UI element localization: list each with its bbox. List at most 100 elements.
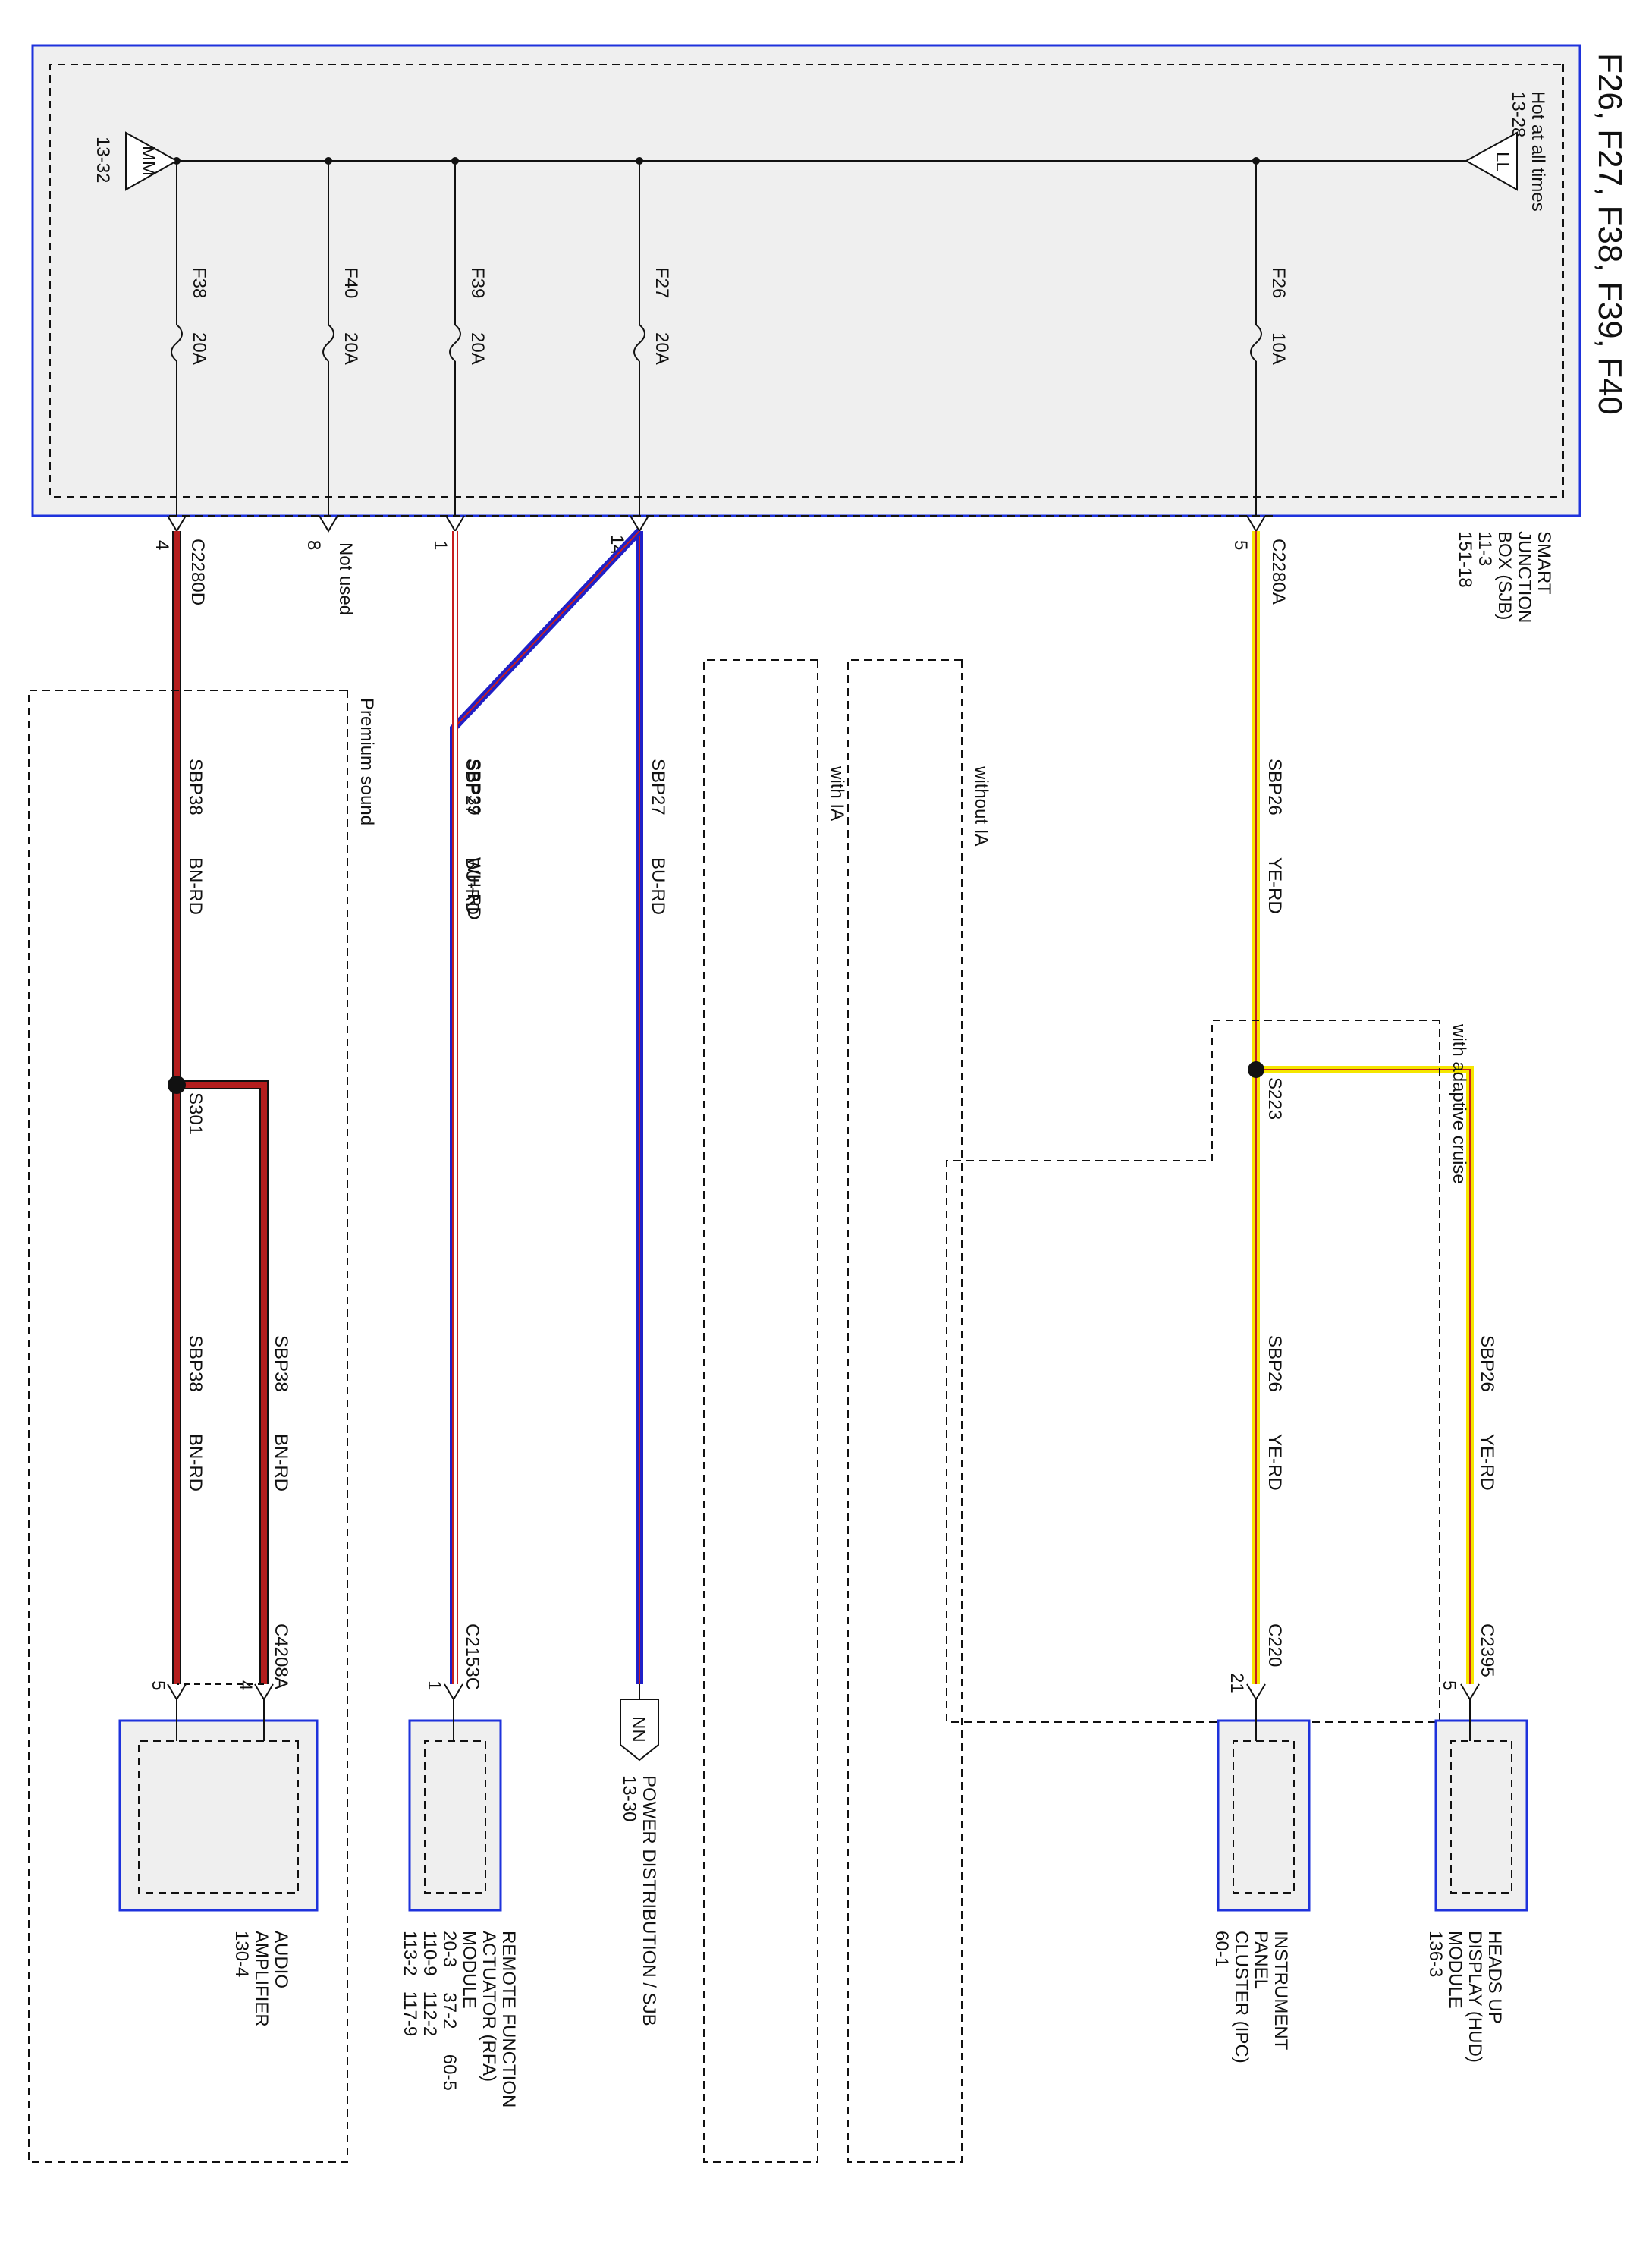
f40-name: F40: [341, 267, 361, 298]
rfa-module-box: [408, 1719, 502, 1912]
splice-s223-dot: [1248, 1061, 1264, 1078]
sbp39-color: WH-RD: [463, 857, 484, 920]
rfa-module-inner: [424, 1740, 486, 1894]
ipc-module-inner: [1233, 1740, 1295, 1894]
premium-sound-label: Premium sound: [356, 698, 377, 825]
sbp38-color-2: BN-RD: [185, 1434, 206, 1491]
hud-connector: C2395 5: [1439, 1623, 1497, 1701]
sjb-name-1: SMART: [1534, 531, 1554, 595]
rfa-ref-1: 20-3 37-2 60-5: [439, 1931, 460, 2091]
ipc-connector-name: C220: [1264, 1623, 1285, 1667]
adaptive-cruise-box: [946, 1020, 1440, 1723]
hud-ref: 136-3: [1425, 1931, 1446, 1977]
premium-sound-box: [28, 690, 348, 2163]
f26-rating: 10A: [1268, 332, 1289, 365]
hud-module-box: [1434, 1719, 1528, 1912]
f38-rating: 20A: [189, 332, 209, 365]
rfa-name-2: ACTUATOR (RFA): [479, 1931, 499, 2082]
f27-name: F27: [652, 267, 672, 298]
rfa-connector: C2153C 1: [424, 1623, 482, 1701]
ipc-name-2: PANEL: [1251, 1931, 1271, 1989]
f40-fuse-icon: [322, 324, 334, 362]
power-distribution-flag-label: NN: [628, 1716, 649, 1743]
hot-flag-icon: [1464, 131, 1518, 191]
sjb-pin-c2280a-number: 5: [1230, 540, 1251, 550]
ipc-ref: 60-1: [1211, 1931, 1232, 1967]
amp-module-inner: [138, 1740, 299, 1894]
hot-flag-label: LL: [1492, 152, 1512, 172]
ipc-pin: 21: [1226, 1673, 1247, 1693]
ipc-connector: C220 21: [1226, 1623, 1285, 1701]
sjb-pin-c2280a: C2280A 5: [1230, 515, 1289, 605]
with-ia-box: [703, 659, 818, 2163]
not-used-label: Not used: [335, 542, 356, 615]
ground-flag-icon: [125, 131, 179, 191]
adaptive-cruise-label: with adaptive cruise: [1449, 1023, 1469, 1184]
rfa-name-3: MODULE: [459, 1931, 479, 2009]
f27-fuse-icon: [633, 324, 645, 362]
hot-label: Hot at all times: [1528, 91, 1548, 212]
sjb-name-3: BOX (SJB): [1494, 531, 1515, 620]
f38-name: F38: [189, 267, 209, 298]
rfa-ref-3: 113-2 117-9: [400, 1931, 420, 2036]
f27-rating: 20A: [652, 332, 672, 365]
hot-ref: 13-28: [1508, 91, 1528, 137]
rfa-ref-2: 110-9 112-2: [419, 1931, 440, 2036]
f39-name: F39: [467, 267, 488, 298]
amp-name-2: AMPLIFIER: [251, 1931, 272, 2027]
sbp27-color-1: BU-RD: [648, 857, 668, 915]
hud-name-2: DISPLAY (HUD): [1465, 1931, 1485, 2063]
sbp26-color-2: YE-RD: [1264, 1434, 1285, 1491]
amp-name-1: AUDIO: [271, 1931, 291, 1988]
f26-fuse-icon: [1250, 324, 1262, 362]
sbp39-circuit: SBP39: [463, 759, 484, 816]
sbp27-label-1: SBP27: [648, 759, 668, 816]
wire-sbp26-hud-branch: [1256, 1066, 1474, 1684]
f39-fuse-icon: [449, 324, 461, 362]
ipc-name-1: INSTRUMENT: [1270, 1931, 1291, 2051]
amp-module-box: [118, 1719, 319, 1912]
hud-module-inner: [1450, 1740, 1512, 1894]
ipc-name-3: CLUSTER (IPC): [1231, 1931, 1252, 2063]
amp-pin-b: 5: [148, 1680, 168, 1690]
f39-rating: 20A: [467, 332, 488, 365]
sjb-ref-2: 151-18: [1455, 531, 1475, 588]
sbp38-label-3: SBP38: [271, 1335, 291, 1392]
sbp38-color-1: BN-RD: [185, 857, 206, 915]
hud-pin: 5: [1439, 1680, 1459, 1690]
sbp26-label-2: SBP26: [1264, 1335, 1285, 1392]
f26-name: F26: [1268, 267, 1289, 298]
with-ia-label: with IA: [827, 765, 847, 821]
sbp26-color-3: YE-RD: [1477, 1434, 1497, 1491]
sbp27-label-2: SBP27: [462, 759, 482, 816]
sjb-ref-1: 11-3: [1475, 531, 1495, 566]
sjb-inner-box: [49, 64, 1564, 498]
diagram-title: F26, F27, F38, F39, F40: [1591, 53, 1628, 415]
wire-sbp38-branch: [177, 1080, 269, 1684]
power-distribution-flag-icon: [620, 1699, 659, 1762]
power-distribution-ref: 13-30: [619, 1775, 639, 1821]
sbp38-label-1: SBP38: [185, 759, 206, 816]
ground-ref: 13-32: [93, 137, 113, 183]
rfa-pin: 1: [424, 1680, 444, 1690]
hud-connector-name: C2395: [1477, 1623, 1497, 1677]
rfa-connector-name: C2153C: [462, 1623, 482, 1690]
sbp27-color-2: BU-RD: [462, 857, 482, 915]
power-distribution-name: POWER DISTRIBUTION / SJB: [639, 1775, 659, 2026]
sjb-pin-8: 8 Not used: [303, 515, 356, 615]
f40-rating: 20A: [341, 332, 361, 365]
f38-fuse-icon: [171, 324, 183, 362]
sbp26-color-1: YE-RD: [1264, 857, 1285, 914]
sbp26-label-1: SBP26: [1264, 759, 1285, 816]
amp-connector-name: C4208A: [271, 1623, 291, 1689]
hud-name-1: HEADS UP: [1484, 1931, 1505, 2024]
sjb-pin-c2280d-number: 4: [152, 540, 172, 550]
sjb-pin-c2280d-connector: C2280D: [187, 539, 208, 605]
splice-s223-label: S223: [1264, 1077, 1285, 1120]
sjb-pin-8-number: 8: [303, 540, 324, 550]
sjb-name-2: JUNCTION: [1514, 531, 1534, 623]
chevron-icon: [319, 515, 338, 533]
